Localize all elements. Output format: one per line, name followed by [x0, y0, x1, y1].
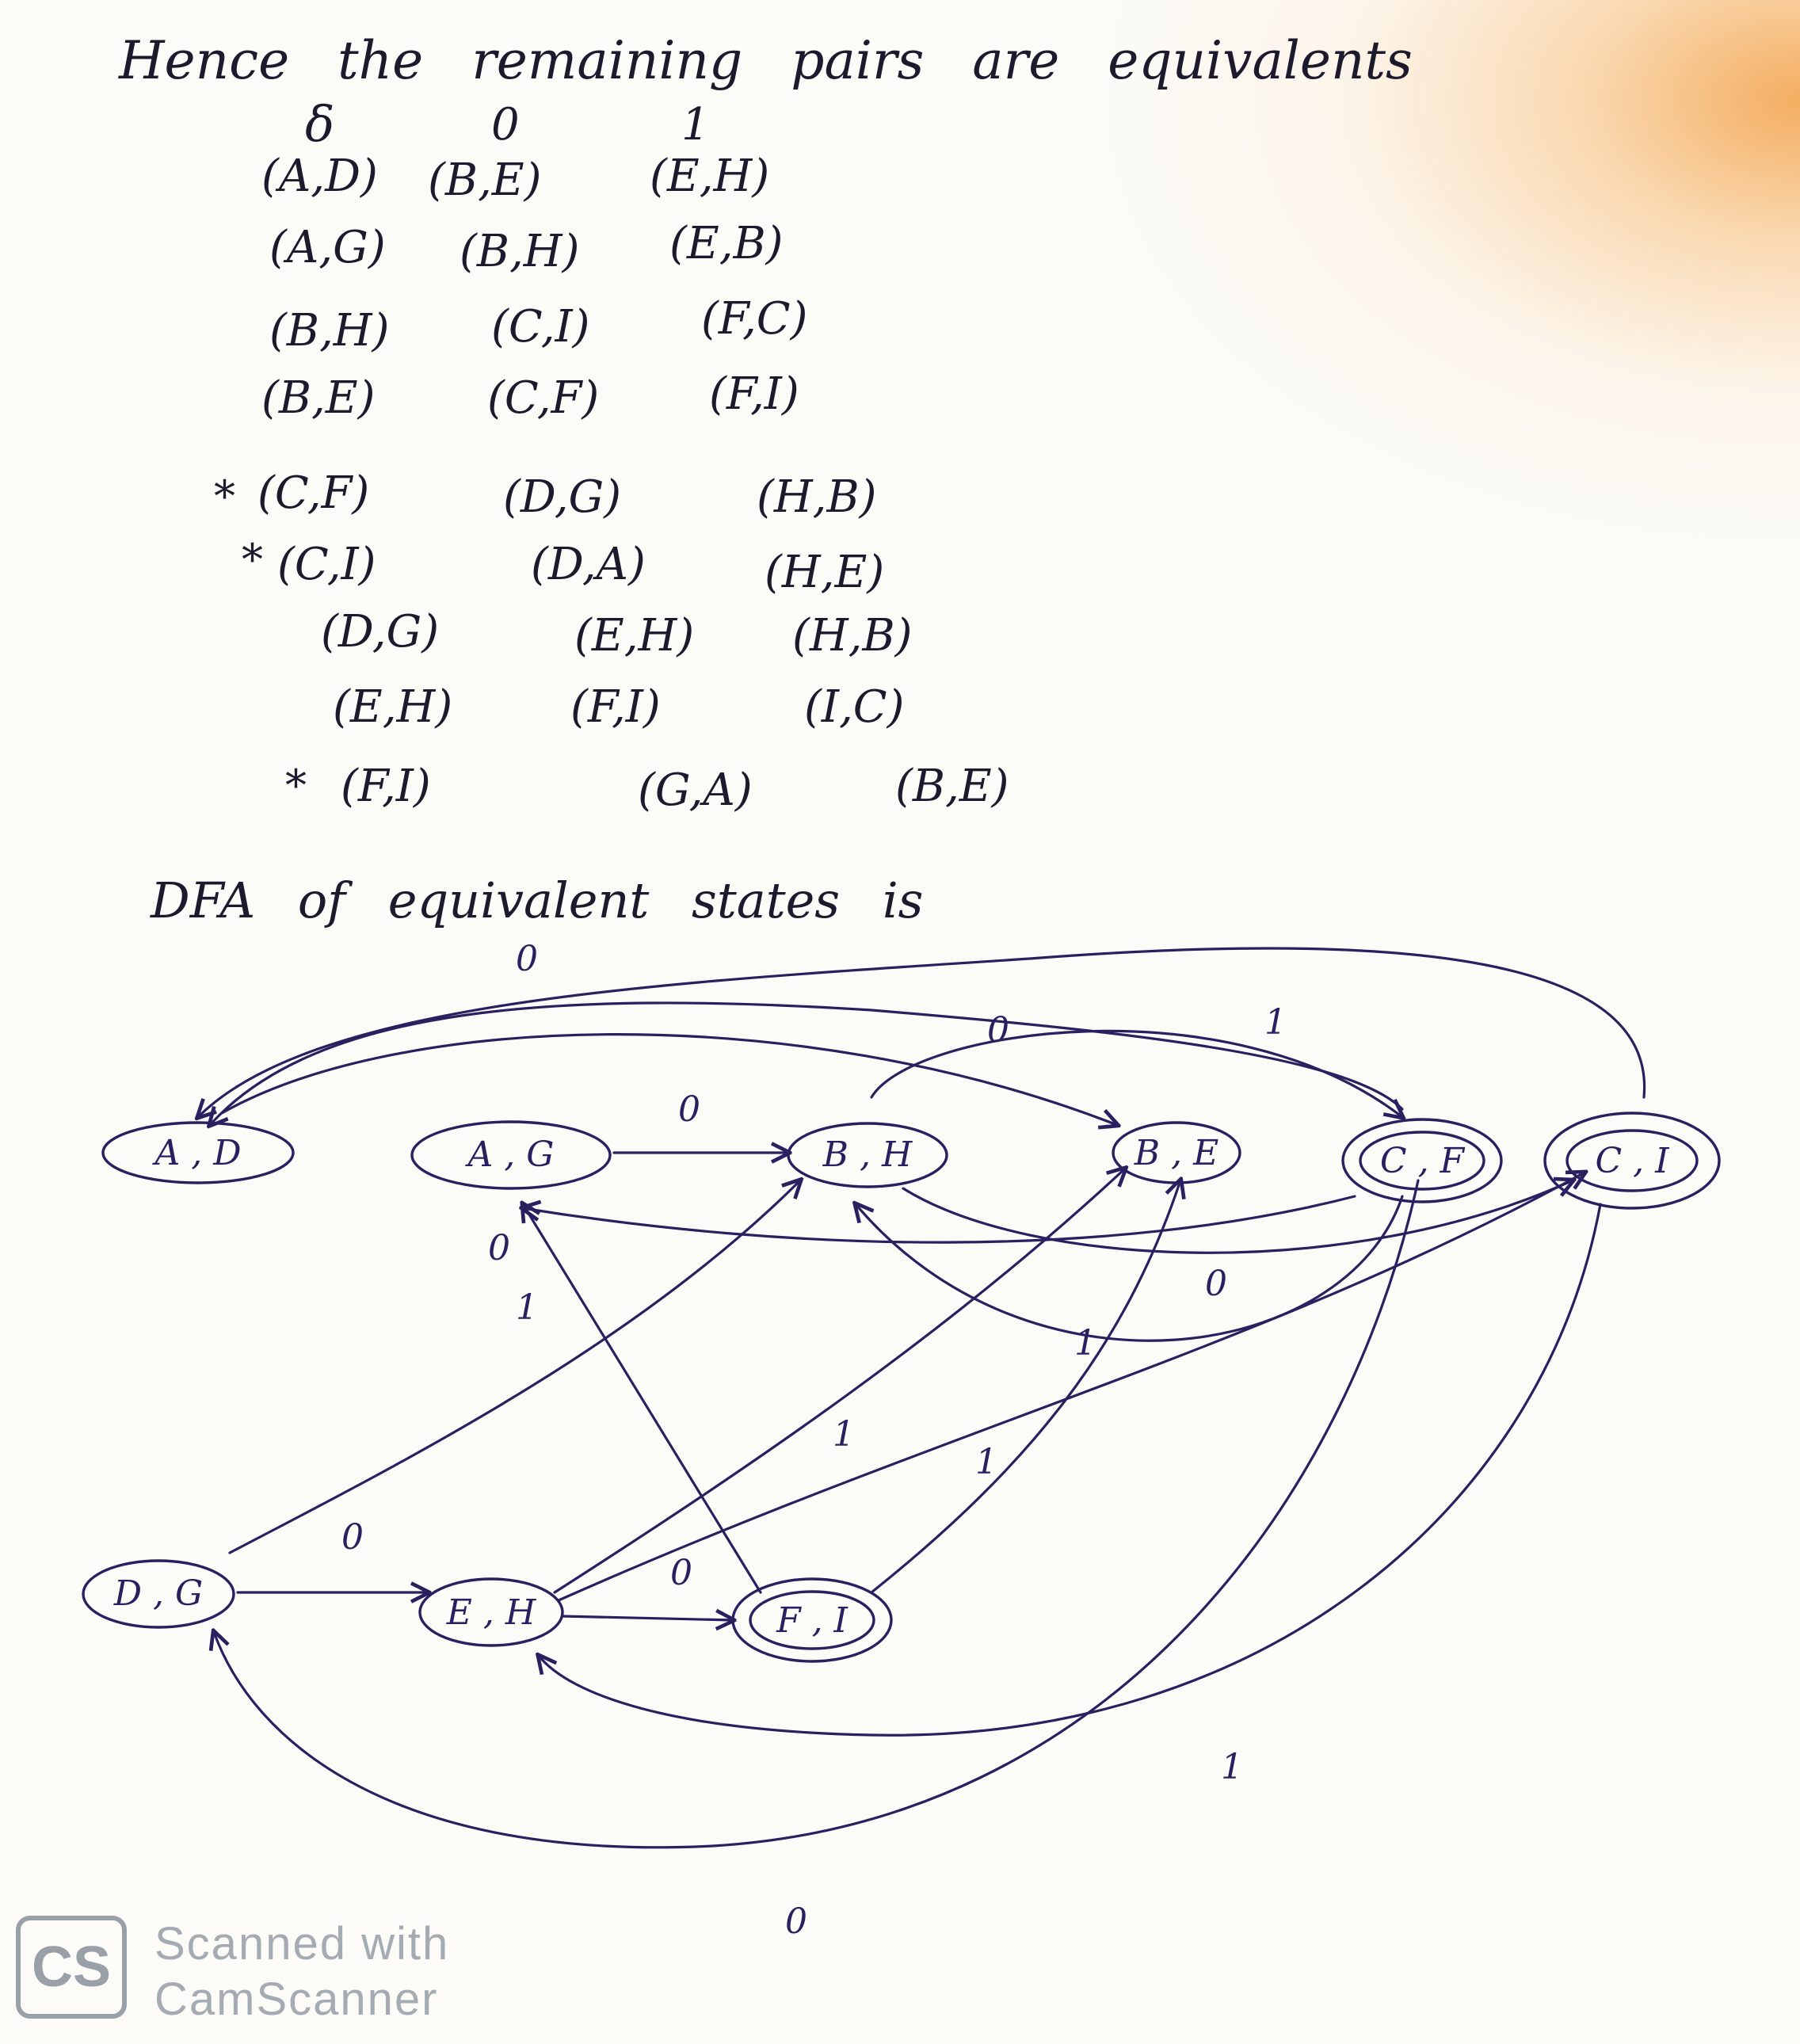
- edge-label: 1: [975, 1442, 997, 1482]
- table-cell: (E,H): [333, 681, 453, 733]
- table-cell: (C,I): [277, 539, 376, 590]
- edge-fi-to-be: [870, 1180, 1180, 1594]
- table-cell: (A,G): [269, 222, 386, 273]
- edge-label: 0: [1205, 1264, 1227, 1304]
- edge-label: 1: [1264, 1002, 1287, 1043]
- table-cell: (B,E): [261, 372, 376, 424]
- table-cell: (D,G): [321, 606, 440, 658]
- state-be-label: B , E: [1134, 1133, 1218, 1173]
- edge-eh-to-be: [553, 1169, 1125, 1594]
- camscanner-logo-icon: CS: [16, 1916, 127, 2019]
- state-eh: [418, 1577, 564, 1647]
- table-cell: (D,G): [503, 471, 622, 523]
- edge-label: 1: [1074, 1323, 1096, 1363]
- distinguishable-marker: *: [242, 535, 263, 585]
- distinguishable-marker: *: [214, 471, 235, 521]
- edge-label: 1: [1221, 1747, 1243, 1787]
- state-ad-label: A , D: [151, 1133, 241, 1173]
- edge-label: 0: [670, 1553, 692, 1593]
- table-cell: (H,B): [792, 610, 913, 662]
- edge-cf-to-bh: [856, 1195, 1404, 1342]
- state-ci-inner: [1565, 1129, 1699, 1192]
- state-ag-label: A , G: [465, 1134, 555, 1175]
- edge-label: 0: [341, 1517, 364, 1558]
- edge-fi-to-ag: [523, 1204, 762, 1594]
- state-bh-label: B , H: [822, 1134, 913, 1175]
- table-cell: (C,F): [257, 467, 370, 519]
- edge-label: 1: [833, 1414, 855, 1455]
- state-eh-label: E , H: [446, 1592, 537, 1633]
- state-fi-inner: [749, 1590, 875, 1650]
- table-cell: (E,H): [650, 151, 770, 202]
- edge-label: 0: [785, 1901, 807, 1942]
- table-cell: (E,B): [669, 218, 784, 269]
- edge-eh-to-fi: [561, 1616, 733, 1620]
- edge-label: 1: [516, 1287, 538, 1328]
- table-cell: (B,E): [895, 761, 1009, 812]
- state-ag: [410, 1120, 612, 1190]
- edge-label: 0: [678, 1089, 700, 1130]
- table-header-0: 0: [491, 99, 520, 151]
- edge-ci-to-ad: [198, 947, 1646, 1117]
- state-cf-inner: [1359, 1131, 1485, 1191]
- table-cell: (D,A): [531, 539, 646, 590]
- table-cell: (G,A): [638, 765, 753, 816]
- state-fi-label: F , I: [776, 1600, 849, 1641]
- watermark-line1: Scanned with: [154, 1918, 450, 1970]
- edge-ad-to-be: [220, 1033, 1117, 1125]
- table-cell: (I,C): [804, 681, 905, 733]
- state-bh: [787, 1122, 948, 1188]
- table-cell: (E,H): [574, 610, 695, 662]
- state-dg: [82, 1559, 235, 1629]
- table-cell: (C,I): [491, 301, 590, 353]
- table-cell: (H,B): [757, 471, 877, 523]
- table-cell: (C,F): [487, 372, 600, 424]
- state-be: [1112, 1121, 1241, 1184]
- table-cell: (B,H): [269, 305, 390, 357]
- camscanner-watermark: CS Scanned with CamScanner: [16, 1909, 491, 2036]
- edge-bh-to-cf: [870, 1029, 1402, 1117]
- page-heading: Hence the remaining pairs are equivalent…: [119, 30, 1413, 91]
- dfa-heading: DFA of equivalent states is: [151, 871, 924, 929]
- state-ad: [101, 1121, 295, 1184]
- table-cell: (B,E): [428, 154, 542, 206]
- edge-dg-to-bh: [228, 1180, 800, 1554]
- table-header-delta: δ: [305, 95, 335, 153]
- table-cell: (A,D): [261, 151, 378, 202]
- edge-cf-to-ad: [210, 1001, 1404, 1125]
- edge-label: 0: [488, 1228, 510, 1268]
- state-cf-label: C , F: [1380, 1141, 1466, 1181]
- edge-cf-to-dg: [214, 1179, 1420, 1849]
- state-cf: [1341, 1118, 1503, 1203]
- table-cell: (F,C): [701, 293, 808, 345]
- table-cell: (F,I): [341, 761, 431, 812]
- table-cell: (F,I): [709, 368, 799, 420]
- distinguishable-marker: *: [285, 761, 307, 810]
- edge-label: 0: [516, 939, 538, 979]
- edge-cf-to-ag: [523, 1195, 1356, 1244]
- state-fi: [731, 1577, 893, 1663]
- state-ci-label: C , I: [1595, 1141, 1670, 1181]
- table-header-1: 1: [681, 99, 710, 151]
- table-cell: (H,E): [765, 547, 885, 598]
- table-cell: (B,H): [460, 226, 580, 277]
- watermark-line2: CamScanner: [154, 1973, 439, 2025]
- table-cell: (F,I): [570, 681, 661, 733]
- edge-label: 0: [987, 1010, 1009, 1051]
- edge-eh-to-ci: [557, 1173, 1585, 1602]
- state-dg-label: D , G: [113, 1573, 203, 1614]
- edge-bh-to-ci: [902, 1180, 1573, 1254]
- edge-ci-to-eh: [539, 1203, 1602, 1737]
- state-ci: [1543, 1112, 1721, 1210]
